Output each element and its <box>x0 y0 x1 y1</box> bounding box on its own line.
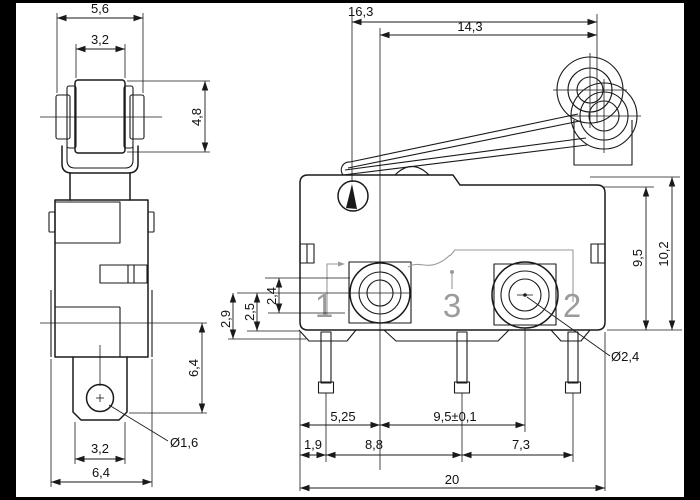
dim-edge-to-hole1: 5,25 <box>330 409 355 424</box>
side-body <box>54 199 149 358</box>
dim-side-terminal-width: 3,2 <box>91 441 109 456</box>
side-view-dimensions: 5,6 3,2 4,8 6,4 Ø1,6 3,2 6,4 <box>40 1 210 487</box>
dim-roller-od: 4,8 <box>189 108 204 126</box>
dim-overall-width: 20 <box>445 472 459 487</box>
lever-hinge <box>337 180 369 212</box>
roller-lever <box>340 113 588 176</box>
dim-side-body-width: 6,4 <box>92 465 110 480</box>
fork-bracket-inner <box>66 146 134 169</box>
dim-pin1-to-pin3: 8,8 <box>365 437 383 452</box>
dim-roller-width: 3,2 <box>91 32 109 47</box>
fork-bracket-outer <box>61 145 139 174</box>
dim-roller-outer-width: 5,6 <box>91 1 109 16</box>
dim-overall-height: 10,2 <box>656 241 671 266</box>
dim-terminal-hole-dia: Ø1,6 <box>170 435 198 450</box>
contact-mechanism <box>326 249 574 317</box>
dim-lever-hole-length: 14,3 <box>457 19 482 34</box>
side-view <box>40 79 162 421</box>
terminal-hole <box>85 383 115 413</box>
terminal-number-3: 3 <box>443 287 461 324</box>
dim-lever-length: 16,3 <box>348 4 373 19</box>
terminal-number-1: 1 <box>315 287 333 324</box>
mount-hole-2 <box>491 261 559 329</box>
hinge-pin <box>346 184 357 209</box>
dim-term-step1: 2,4 <box>264 287 279 305</box>
dim-body-height: 9,5 <box>630 249 645 267</box>
terminal-number-2: 2 <box>563 287 581 324</box>
dim-hole-pitch: 9,5±0,1 <box>433 409 476 424</box>
dim-mount-hole-dia: Ø2,4 <box>611 349 639 364</box>
dim-edge-to-pin1: 1,9 <box>304 437 322 452</box>
front-view-dimensions: 16,3 14,3 9,5 10,2 2,4 2,5 2,9 <box>218 4 682 492</box>
dim-pin3-to-pin2: 7,3 <box>512 437 530 452</box>
roller <box>553 53 641 166</box>
dim-side-terminal-height: 6,4 <box>186 359 201 377</box>
dim-term-step2: 2,5 <box>242 303 257 321</box>
side-terminal <box>72 356 128 421</box>
dim-term-step3: 2,9 <box>218 310 233 328</box>
roller-front <box>40 79 162 154</box>
